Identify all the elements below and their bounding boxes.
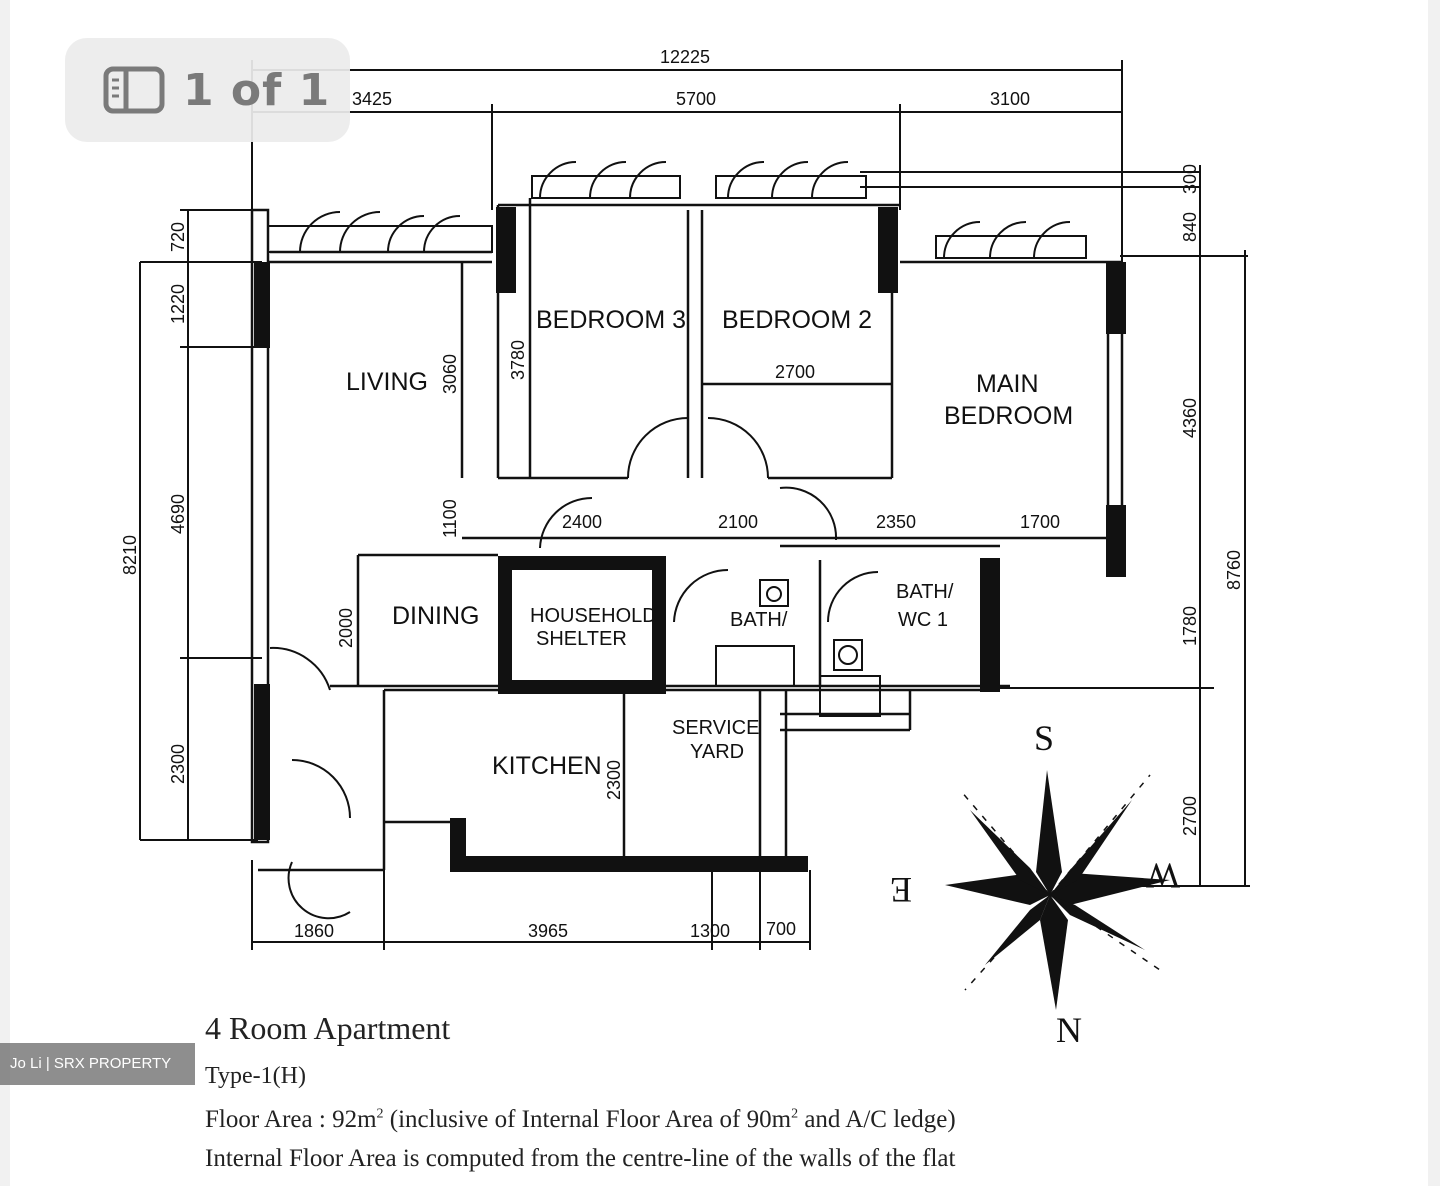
compass-west: W [1146, 856, 1180, 896]
caption-note: Internal Floor Area is computed from the… [205, 1145, 956, 1172]
dim-left-1220: 1220 [168, 284, 188, 324]
floor-area-mid: (inclusive of Internal Floor Area of 90m [383, 1106, 792, 1133]
dim-top-left: 3425 [352, 89, 392, 109]
room-household-line1: HOUSEHOLD [530, 605, 657, 627]
room-bath: BATH/ [730, 609, 788, 631]
compass-north: N [1056, 1010, 1082, 1050]
image-counter-text: 1 of 1 [183, 64, 331, 116]
caption-floor-area: Floor Area : 92m2 (inclusive of Internal… [205, 1106, 956, 1134]
room-household-line2: SHELTER [536, 628, 627, 650]
room-living: LIVING [346, 368, 428, 396]
gallery-icon [103, 66, 165, 114]
dim-right-8760: 8760 [1224, 550, 1244, 590]
dim-left-4690: 4690 [168, 494, 188, 534]
dim-left-2300: 2300 [168, 744, 188, 784]
dim-living-1100: 1100 [440, 499, 460, 538]
household-shelter-wall [498, 556, 666, 694]
dim-right-4360: 4360 [1180, 398, 1200, 438]
room-dining: DINING [392, 602, 480, 630]
dim-left-8210: 8210 [120, 535, 140, 575]
dim-right-1780: 1780 [1180, 606, 1200, 646]
dim-mid-2100: 2100 [718, 512, 758, 532]
dim-bottom-3965: 3965 [528, 921, 568, 941]
dim-mid-2400: 2400 [562, 512, 602, 532]
dim-bed3-3780: 3780 [508, 340, 528, 380]
room-service-yard-line1: SERVICE [672, 717, 759, 739]
floor-area-sup-1: 2 [376, 1106, 384, 1122]
dim-bottom-1860: 1860 [294, 921, 334, 941]
dim-mid-2350: 2350 [876, 512, 916, 532]
dim-bottom-1300: 1300 [690, 921, 730, 941]
room-main-bedroom-line1: MAIN [976, 370, 1039, 398]
room-bedroom-2: BEDROOM 2 [722, 306, 872, 334]
dim-right-2700: 2700 [1180, 796, 1200, 836]
dim-right-300: 300 [1180, 164, 1200, 194]
room-bedroom-3: BEDROOM 3 [536, 306, 686, 334]
floor-area-end: and A/C ledge) [798, 1106, 956, 1133]
compass-south: S [1034, 718, 1054, 758]
dim-top-mid: 5700 [676, 89, 716, 109]
caption-type: Type-1(H) [205, 1063, 306, 1089]
caption-title: 4 Room Apartment [205, 1010, 451, 1046]
floor-area-prefix: Floor Area : 92m [205, 1106, 377, 1133]
image-counter-badge[interactable]: 1 of 1 [65, 38, 350, 142]
room-service-yard-line2: YARD [690, 741, 744, 763]
room-kitchen: KITCHEN [492, 752, 602, 780]
floor-area-sup-2: 2 [791, 1106, 799, 1122]
room-bath-wc-line2: WC 1 [898, 609, 948, 631]
dim-total-width: 12225 [660, 47, 710, 67]
dim-dining-2000: 2000 [336, 608, 356, 648]
dim-bottom-700: 700 [766, 919, 796, 939]
dim-kitchen-2300: 2300 [604, 760, 624, 800]
room-bath-wc-line1: BATH/ [896, 581, 954, 603]
watermark-label: Jo Li | SRX PROPERTY [0, 1043, 195, 1085]
compass-east: E [890, 870, 912, 910]
dim-living-3060: 3060 [440, 354, 460, 394]
compass-rose-icon [945, 770, 1170, 1010]
dim-bed2-2700: 2700 [775, 362, 815, 382]
dim-right-840: 840 [1180, 212, 1200, 242]
dim-top-right: 3100 [990, 89, 1030, 109]
dim-left-720: 720 [168, 222, 188, 252]
room-main-bedroom-line2: BEDROOM [944, 402, 1073, 430]
dim-mid-1700: 1700 [1020, 512, 1060, 532]
